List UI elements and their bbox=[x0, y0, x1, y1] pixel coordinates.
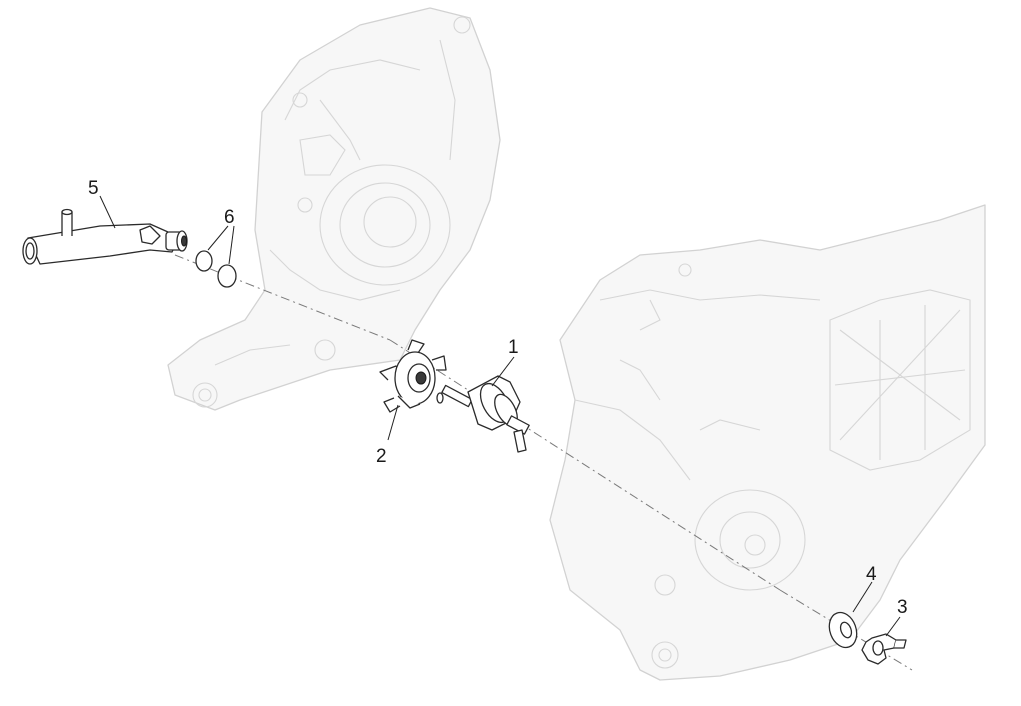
leader-1 bbox=[491, 356, 515, 387]
right-crankcase-ghost bbox=[549, 204, 986, 681]
leader-lines bbox=[99, 195, 901, 637]
axis-center bbox=[389, 339, 781, 591]
leader-3 bbox=[885, 616, 901, 637]
part-6-o-rings[interactable] bbox=[195, 250, 237, 288]
leader-5 bbox=[99, 195, 116, 229]
callout-1: 1 bbox=[508, 337, 519, 358]
callout-2: 2 bbox=[376, 446, 387, 467]
part-3-circlip[interactable] bbox=[861, 633, 907, 665]
leader-4 bbox=[852, 581, 873, 613]
callout-4: 4 bbox=[866, 564, 877, 585]
callout-3: 3 bbox=[897, 597, 908, 618]
part-1-pump-shaft[interactable] bbox=[436, 375, 530, 453]
axis-left bbox=[174, 254, 391, 341]
part-4-washer[interactable] bbox=[825, 609, 862, 652]
leader-6a bbox=[207, 225, 229, 251]
left-crankcase-ghost bbox=[167, 7, 501, 411]
callout-5: 5 bbox=[88, 178, 99, 199]
callout-6: 6 bbox=[224, 207, 235, 228]
leader-6b bbox=[228, 225, 235, 265]
leader-2 bbox=[387, 404, 399, 441]
part-2-impeller[interactable] bbox=[379, 339, 447, 413]
part-5-water-pipe[interactable] bbox=[22, 208, 188, 265]
